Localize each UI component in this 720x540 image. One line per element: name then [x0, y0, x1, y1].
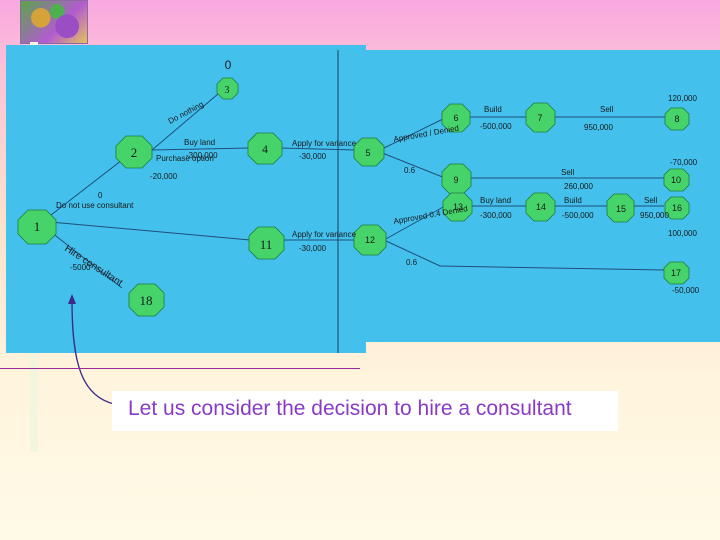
label-apply-variance-2: Apply for variance	[292, 230, 357, 239]
svg-text:14: 14	[536, 202, 546, 212]
svg-text:3: 3	[225, 85, 230, 96]
tree-node-17: 17	[663, 261, 690, 285]
tree-node-9: 9	[441, 163, 472, 195]
svg-text:13: 13	[453, 202, 463, 212]
label-buy-land-2-value: -300,000	[480, 211, 512, 220]
svg-text:4: 4	[262, 142, 268, 156]
tree-node-2: 2	[115, 135, 153, 169]
label-do-not-use-consultant: Do not use consultant	[56, 201, 134, 210]
arrowhead-icon	[68, 294, 76, 304]
tree-node-11: 11	[248, 226, 285, 260]
svg-text:6: 6	[453, 113, 458, 123]
label-buy-land-1-value: -300,000	[186, 151, 218, 160]
label-apply-variance-1-value: -30,000	[299, 152, 327, 161]
label-purchase-option: Purchase option	[156, 154, 214, 163]
label-buy-land-1: Buy land	[184, 138, 215, 147]
slide-thumbnail-image	[20, 0, 88, 44]
label-apply-variance-2-value: -30,000	[299, 244, 327, 253]
decision-tree-panel-left	[6, 45, 366, 353]
label-sell-2: Sell	[561, 168, 575, 177]
tree-node-12: 12	[353, 224, 387, 256]
label-zero: 0	[98, 191, 103, 200]
label-payoff-120000: 120,000	[668, 94, 697, 103]
tree-node-1: 1	[17, 209, 57, 245]
tree-nodes: 3 2 4 1 11 18 5	[17, 77, 690, 317]
svg-text:15: 15	[616, 204, 626, 214]
label-sell-1: Sell	[600, 105, 614, 114]
tree-node-14: 14	[525, 192, 556, 222]
svg-text:11: 11	[260, 237, 273, 252]
divider-line	[0, 368, 360, 369]
label-approved-denied-1: Approved / Denied	[393, 124, 460, 144]
label-sell-3: Sell	[644, 196, 658, 205]
decision-tree-panel-right	[338, 50, 720, 342]
label-prob-1: 0.6	[404, 166, 416, 175]
svg-text:16: 16	[672, 203, 682, 213]
svg-text:9: 9	[453, 175, 458, 185]
label-apply-variance-1: Apply for variance	[292, 139, 357, 148]
svg-text:7: 7	[537, 113, 542, 123]
label-purchase-option-value: -20,000	[150, 172, 178, 181]
label-prob-2: 0.6	[406, 258, 418, 267]
caption-text: Let us consider the decision to hire a c…	[128, 397, 572, 420]
label-payoff-100000: 100,000	[668, 229, 697, 238]
label-build-1-value: -500,000	[480, 122, 512, 131]
svg-text:8: 8	[674, 114, 679, 124]
label-build-2-value: -500,000	[562, 211, 594, 220]
label-sell-3-value: 950,000	[640, 211, 669, 220]
edge-labels: Do nothing Buy land -300,000 Purchase op…	[56, 94, 700, 295]
svg-text:10: 10	[671, 175, 681, 185]
tree-node-5: 5	[353, 137, 385, 167]
tree-node-0-label: 0	[225, 58, 232, 72]
svg-text:5: 5	[365, 148, 370, 158]
tree-node-16: 16	[664, 196, 690, 220]
caption-box	[112, 391, 618, 431]
label-payoff-neg50000: -50,000	[672, 286, 700, 295]
svg-text:1: 1	[34, 219, 41, 234]
tree-node-15: 15	[606, 193, 635, 223]
svg-text:17: 17	[671, 268, 681, 278]
tree-node-8: 8	[664, 107, 690, 131]
label-build-2: Build	[564, 196, 582, 205]
tree-edges	[41, 87, 666, 289]
label-buy-land-2: Buy land	[480, 196, 511, 205]
tree-node-4: 4	[247, 132, 283, 165]
svg-text:2: 2	[131, 145, 138, 160]
tree-node-13: 13	[442, 192, 473, 222]
tree-node-7: 7	[525, 102, 556, 133]
tree-node-6: 6	[441, 103, 471, 133]
panel-seam	[337, 50, 339, 353]
pointer-arrow	[68, 294, 121, 406]
svg-text:12: 12	[365, 235, 375, 245]
label-payoff-neg70000: -70,000	[670, 158, 698, 167]
tree-node-3: 3	[216, 77, 239, 100]
svg-text:18: 18	[140, 293, 153, 308]
label-sell-1-value: 950,000	[584, 123, 613, 132]
label-build-1: Build	[484, 105, 502, 114]
tree-node-10: 10	[663, 168, 690, 192]
label-sell-2-value: 260,000	[564, 182, 593, 191]
label-hire-consultant-value: -5000	[70, 263, 91, 272]
tree-node-18: 18	[128, 283, 165, 317]
